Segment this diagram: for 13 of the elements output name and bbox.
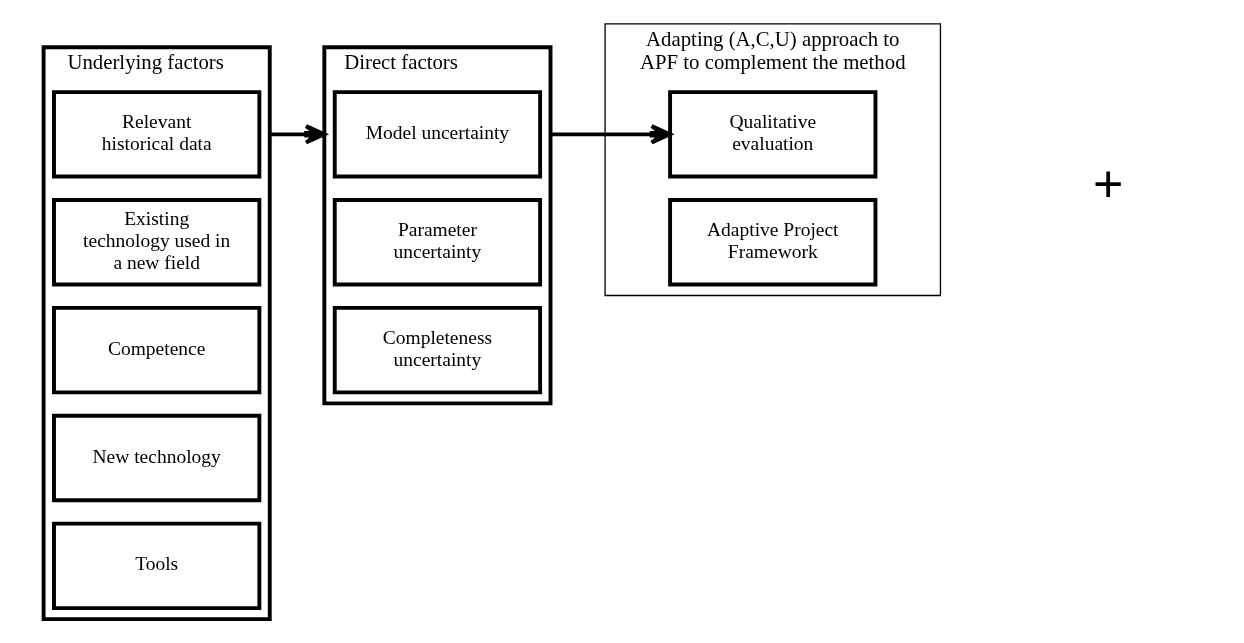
node-box: Tools: [52, 521, 262, 611]
node-box: Parameter uncertainty: [332, 198, 543, 287]
node-box: Existing technology used in a new field: [52, 198, 262, 287]
node-box: Competence: [52, 305, 262, 395]
node-box: New technology: [52, 413, 262, 503]
node-box: Relevant historical data: [52, 90, 262, 179]
node-box: Adaptive Project Framework: [668, 198, 878, 287]
node-box: Model uncertainty: [332, 90, 543, 179]
arrow: [550, 124, 672, 145]
label: +: [1092, 154, 1124, 213]
node-box: Qualitative evaluation: [668, 90, 878, 179]
node-box: Completeness uncertainty: [332, 305, 543, 395]
arrow: [269, 124, 327, 145]
